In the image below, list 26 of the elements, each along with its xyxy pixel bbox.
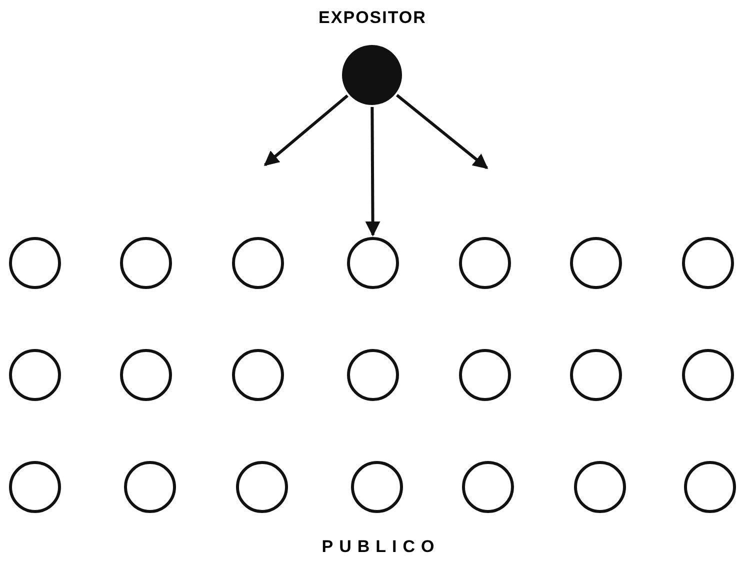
audience-circle bbox=[232, 349, 284, 401]
audience-circle bbox=[9, 349, 61, 401]
audience-circle bbox=[347, 237, 399, 289]
audience-circle bbox=[682, 237, 734, 289]
arrow bbox=[365, 106, 380, 236]
audience-circle bbox=[236, 461, 288, 513]
audience-circle bbox=[232, 237, 284, 289]
audience-circle bbox=[570, 237, 622, 289]
arrow bbox=[264, 94, 348, 166]
audience-circle bbox=[574, 461, 626, 513]
audience-circle bbox=[9, 461, 61, 513]
audience-circle bbox=[124, 461, 176, 513]
audience-circle bbox=[120, 349, 172, 401]
audience-circle bbox=[459, 237, 511, 289]
audience-circle bbox=[347, 349, 399, 401]
audience-circle bbox=[459, 349, 511, 401]
audience-circle bbox=[351, 461, 403, 513]
arrow bbox=[396, 94, 488, 170]
audience-circle bbox=[570, 349, 622, 401]
audience-circle bbox=[682, 349, 734, 401]
group-label: PUBLICO bbox=[322, 537, 440, 557]
audience-circle bbox=[120, 237, 172, 289]
audience-circle bbox=[9, 237, 61, 289]
speaker-label: EXPOSITOR bbox=[318, 8, 428, 28]
audience-circle bbox=[684, 461, 736, 513]
audience-circle bbox=[462, 461, 514, 513]
